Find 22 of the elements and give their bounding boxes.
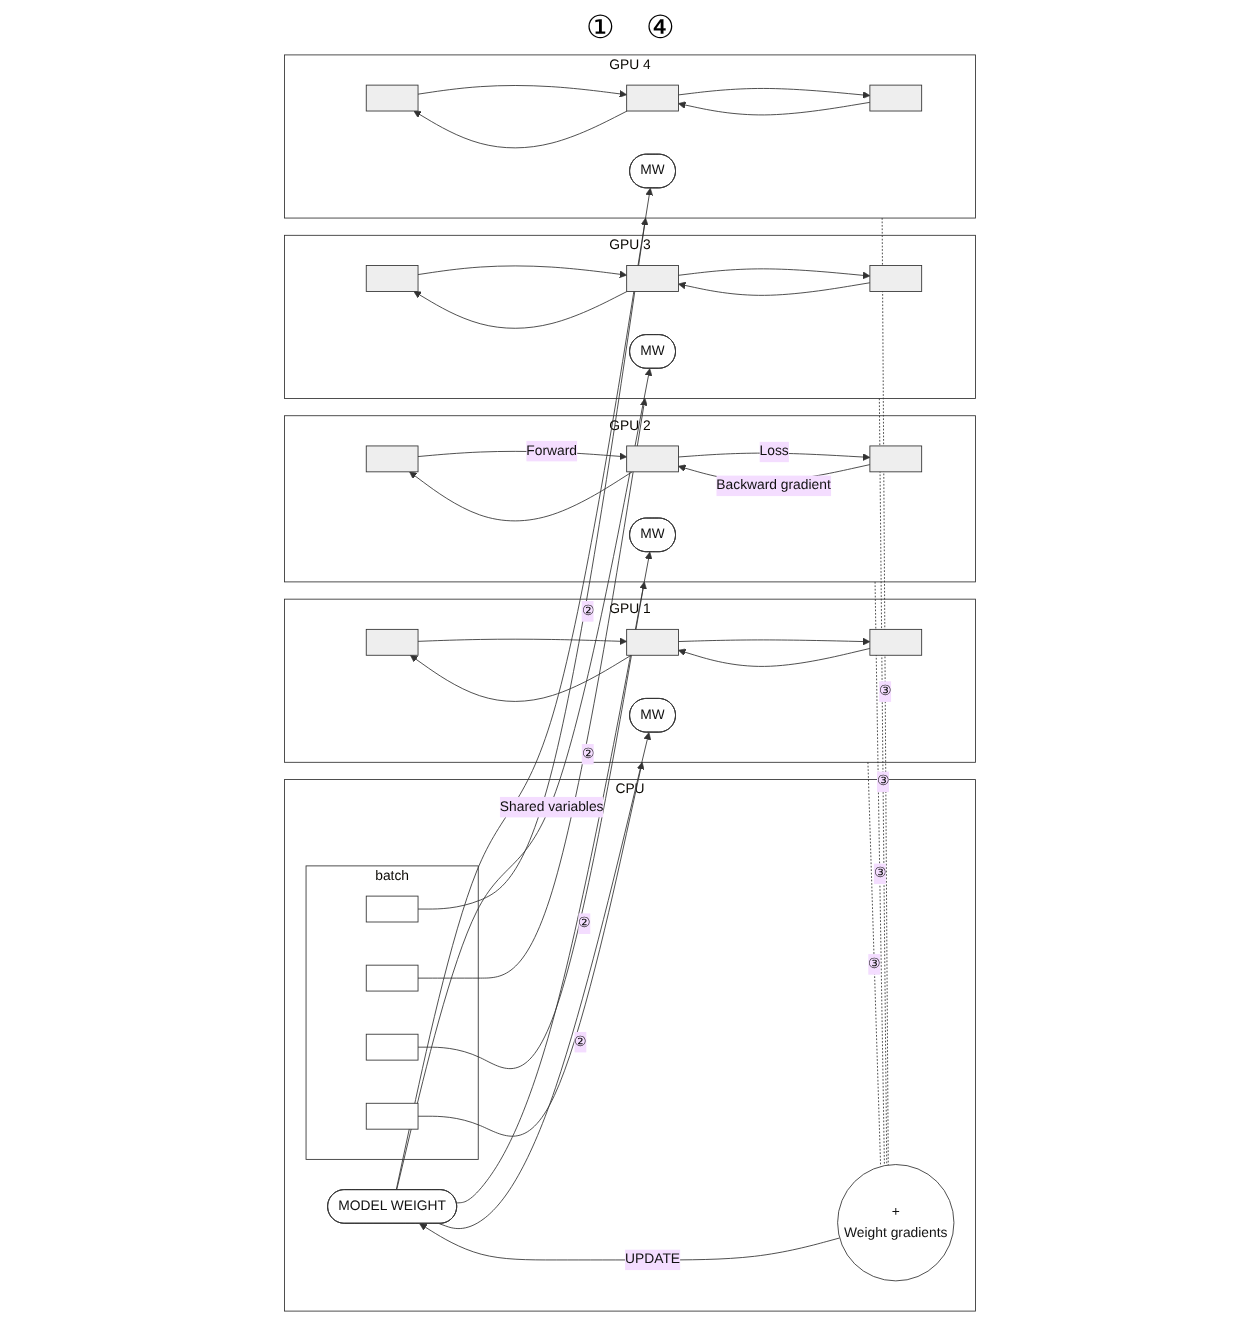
connector: [878, 398, 888, 1166]
node-bar: [869, 265, 923, 292]
node-bar: [365, 84, 419, 112]
node-bar: [365, 628, 419, 656]
node-bar: [626, 84, 679, 112]
node-bar: [626, 445, 679, 473]
node-box: [365, 964, 419, 992]
node-bar: [626, 628, 679, 656]
node-box: [365, 895, 419, 923]
connector: [874, 581, 885, 1167]
callout-number: ④: [646, 10, 674, 48]
node-bar: [869, 445, 923, 473]
connector: [867, 761, 882, 1167]
connector: [881, 217, 889, 1166]
node-bar: [365, 265, 419, 292]
node-bar: [365, 445, 419, 473]
node-bar: [869, 628, 923, 656]
node-bar: [869, 84, 923, 112]
node-bar: [626, 265, 679, 292]
node-box: [365, 1102, 419, 1130]
node-box: [365, 1033, 419, 1061]
callout-number: ①: [586, 10, 614, 48]
